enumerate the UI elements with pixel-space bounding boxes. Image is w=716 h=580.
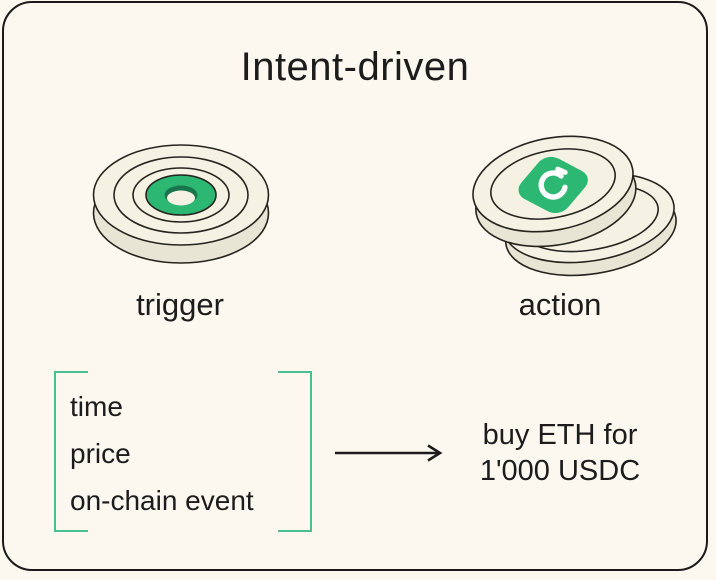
action-line-1: buy ETH for [482, 419, 638, 451]
action-line-2: 1'000 USDC [479, 455, 641, 487]
green-diamond-token-logo-icon [518, 156, 588, 214]
action-label: action [518, 287, 602, 322]
trigger-label: trigger [136, 287, 224, 322]
concentric-disc-target-icon [92, 144, 270, 264]
trigger-options-group: time price on-chain event [54, 371, 312, 532]
front-coin [472, 135, 637, 248]
left-bracket [54, 371, 88, 532]
action-description: buy ETH for 1'000 USDC [450, 417, 670, 489]
right-arrow-icon [335, 444, 443, 462]
trigger-option-price: price [70, 438, 131, 469]
page-title: Intent-driven [240, 45, 470, 89]
right-bracket [278, 371, 312, 532]
trigger-option-time: time [70, 391, 123, 422]
diagram-card: Intent-driven [2, 1, 708, 571]
trigger-option-onchain-event: on-chain event [70, 485, 254, 516]
trigger-options-list: time price on-chain event [70, 383, 254, 524]
coin-stack-icon [472, 135, 677, 277]
